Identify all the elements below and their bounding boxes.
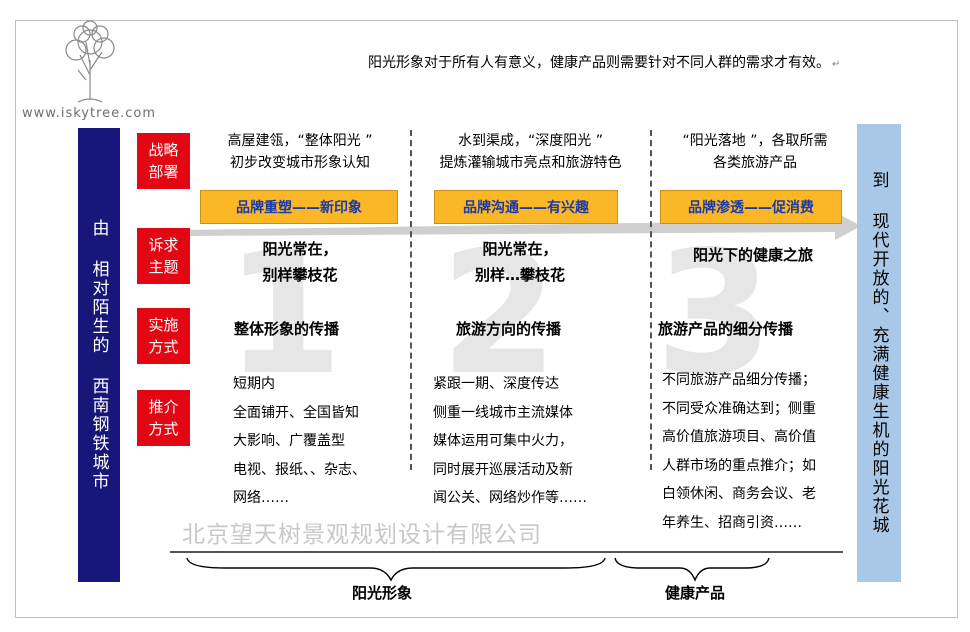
brand-banner-3: 品牌渗透——促消费 <box>660 190 842 224</box>
brand-banner-2: 品牌沟通——有兴趣 <box>434 190 618 224</box>
brand-banner-1: 品牌重塑——新印象 <box>200 190 398 224</box>
promote-list-2: 紧跟一期、深度传达侧重一线城市主流媒体 媒体运用可集中火力，同时展开巡展活动及新… <box>433 376 587 506</box>
column-number-1: 1 <box>225 215 344 413</box>
page-frame <box>15 20 958 618</box>
promote-list-3: 不同旅游产品细分传播；不同受众准确达到；侧重 高价值旅游项目、高价值人群市场的重… <box>662 372 816 531</box>
row-label-appeal: 诉求主题 <box>137 228 190 284</box>
column-number-2: 2 <box>440 215 559 413</box>
company-watermark: 北京望天树景观规划设计有限公司 <box>182 522 542 548</box>
theme-text-2: 阳光常在，别样…攀枝花 <box>474 240 565 285</box>
theme-text-1: 阳光常在，别样攀枝花 <box>262 240 338 285</box>
row-label-strategy: 战略部署 <box>137 133 190 189</box>
column-divider-2 <box>650 130 652 470</box>
logo-site-text: www.iskytree.com <box>22 106 157 121</box>
promote-list-1: 短期内全面铺开、全国皆知 大影响、广覆盖型电视、报纸、、杂志、 网络…… <box>233 376 366 506</box>
method-text-3: 旅游产品的细分传播 <box>658 320 794 338</box>
row-label-promote: 推介方式 <box>137 390 190 446</box>
theme-text-3: 阳光下的健康之旅 <box>692 246 813 264</box>
strategy-text-3: “阳光落地 ”，各取所需各类旅游产品 <box>682 133 828 172</box>
column-number-3: 3 <box>655 215 774 413</box>
tree-logo-icon <box>65 20 115 103</box>
intro-sentence: 阳光形象对于所有人有意义，健康产品则需要针对不同人群的需求才有效。↵ <box>368 55 841 71</box>
column-divider-1 <box>410 130 412 470</box>
row-label-method: 实施方式 <box>137 308 190 364</box>
strategy-text-1: 高屋建瓴，“整体阳光 ”初步改变城市形象认知 <box>227 133 373 172</box>
strategy-text-2: 水到渠成，“深度阳光 ”提炼灌输城市亮点和旅游特色 <box>439 133 622 172</box>
left-start-bar: 由 相对陌生的 西南钢铁城市 <box>78 128 120 582</box>
bottom-braces <box>186 557 770 582</box>
method-text-1: 整体形象的传播 <box>234 320 340 338</box>
bottom-label-sun-image: 阳光形象 <box>352 584 413 602</box>
method-text-2: 旅游方向的传播 <box>456 320 562 338</box>
progress-arrow <box>185 212 861 240</box>
bottom-label-health-product: 健康产品 <box>665 584 726 602</box>
right-goal-bar: 到 现代开放的、充满健康生机的阳光花城 <box>857 124 901 582</box>
bottom-rule <box>170 551 843 553</box>
